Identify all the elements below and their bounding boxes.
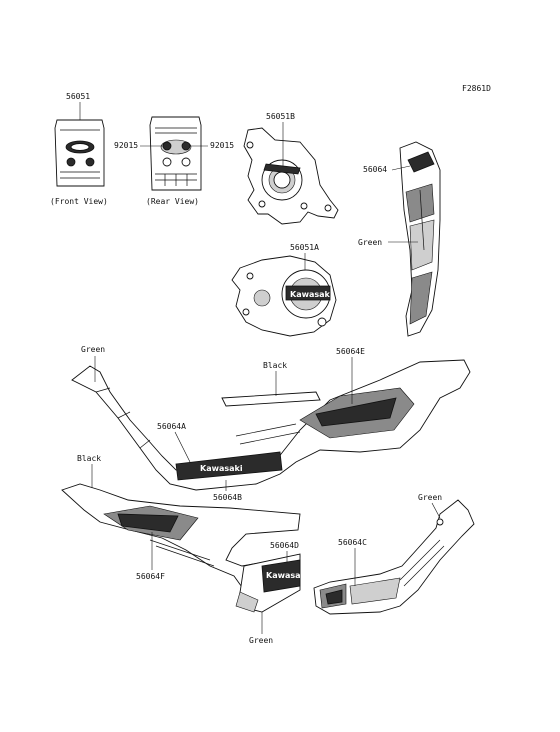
label-front-view: (Front View) [50,197,108,206]
label-56064D: 56064D [270,541,299,550]
plate-rear-view [149,116,202,191]
label-56064: 56064 [363,165,387,174]
leader-56064 [391,165,411,171]
label-56051A: 56051A [290,243,319,252]
frame-right-piece [313,499,475,615]
engine-cover-upper [243,127,339,225]
label-green-fork: Green [358,238,382,247]
frame-upper: Kawasaki [71,359,471,491]
label-92015-left: 92015 [114,141,138,150]
decal-brand-frame: Kawasaki [200,464,243,473]
frame-lower: Kawasaki [61,483,309,613]
label-black-lower: Black [77,454,101,463]
label-56064A: 56064A [157,422,186,431]
label-green-right: Green [418,493,442,502]
label-56064E: 56064E [336,347,365,356]
figure-code: F2861D [462,84,491,93]
label-green-bottom: Green [249,636,273,645]
fork-guard [399,141,441,337]
label-green-frame: Green [81,345,105,354]
decal-brand-cover: Kawasaki [290,290,333,299]
decal-brand-side: Kawasaki [266,571,309,580]
plate-front-view [54,119,105,187]
label-56064C: 56064C [338,538,367,547]
label-black-upper: Black [263,361,287,370]
label-56064B: 56064B [213,493,242,502]
engine-cover-lower: Kawasaki [231,255,337,337]
leader-56064A [174,431,191,463]
label-56064F: 56064F [136,572,165,581]
label-56051B: 56051B [266,112,295,121]
label-rear-view: (Rear View) [146,197,199,206]
label-92015-right: 92015 [210,141,234,150]
label-56051: 56051 [66,92,90,101]
leader-green-right [431,502,441,519]
